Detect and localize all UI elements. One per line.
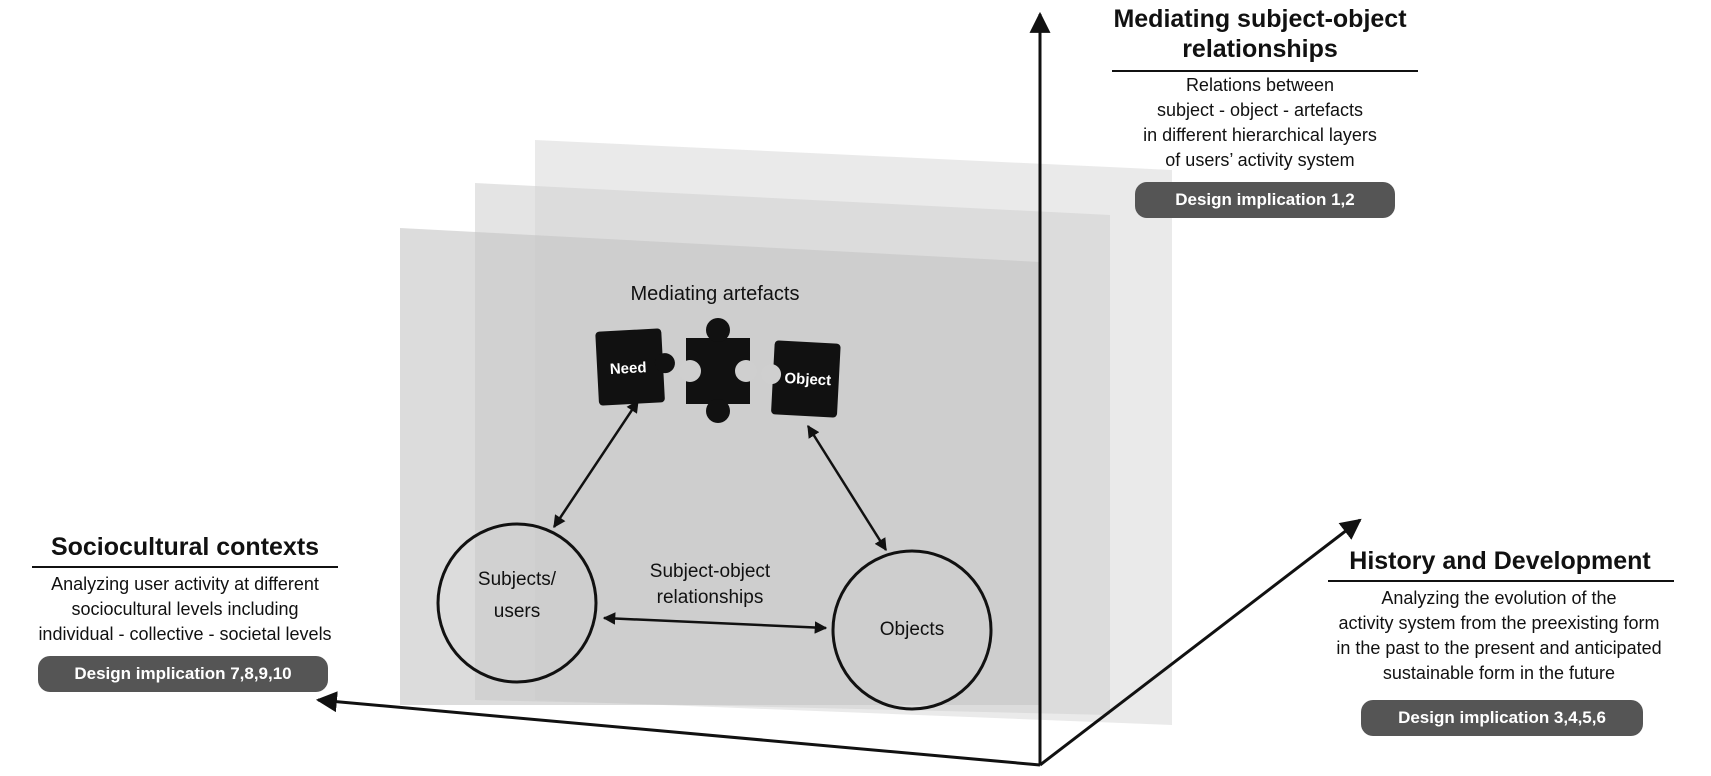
left-axis [315, 691, 1041, 767]
left-panel-divider [32, 566, 338, 568]
subjects-circle [436, 522, 598, 684]
puzzle-need-icon: Need [595, 328, 675, 406]
puzzle-object-icon: Object [761, 340, 841, 418]
top-panel-title-line1: Mediating subject-object [1113, 5, 1407, 33]
object-objects-arrow [806, 424, 888, 552]
top-panel-desc-line4: of users’ activity system [1165, 150, 1355, 170]
layer-plane-front [400, 228, 1040, 705]
left-panel-desc-line1: Analyzing user activity at different [51, 574, 319, 594]
top-panel-desc-line2: subject - object - artefacts [1156, 100, 1364, 120]
relationship-label-line2: relationships [656, 587, 764, 608]
left-panel-title: Sociocultural contexts [50, 533, 320, 561]
top-panel-desc-line1: Relations between [1185, 75, 1335, 95]
subject-object-arrow [602, 612, 828, 634]
objects-label: Objects [879, 619, 945, 640]
puzzle-middle-icon [679, 318, 757, 423]
left-panel-desc-line2: sociocultural levels including [71, 599, 299, 619]
top-panel-desc-line3: in different hierarchical layers [1143, 125, 1377, 145]
relationship-label-line1: Subject-object [649, 561, 771, 582]
right-panel-desc-line1: Analyzing the evolution of the [1381, 588, 1617, 608]
left-panel-desc-line3: individual - collective - societal level… [38, 624, 332, 644]
subjects-label-line2: users [493, 601, 541, 622]
top-panel-title-line2: relationships [1182, 35, 1338, 63]
right-panel-desc-line4: sustainable form in the future [1382, 663, 1616, 683]
top-panel-design-badge: Design implication 1,2 [1135, 182, 1395, 218]
right-panel-divider [1328, 580, 1674, 582]
left-panel-design-badge: Design implication 7,8,9,10 [38, 656, 328, 692]
top-panel-divider [1112, 70, 1418, 72]
subjects-label-line1: Subjects/ [477, 569, 557, 590]
right-panel-desc-line3: in the past to the present and anticipat… [1336, 638, 1662, 658]
mediating-artefacts-label: Mediating artefacts [630, 283, 800, 305]
right-panel-title: History and Development [1349, 547, 1651, 575]
right-panel-design-badge: Design implication 3,4,5,6 [1361, 700, 1643, 736]
right-panel-desc-line2: activity system from the preexisting for… [1338, 613, 1660, 633]
need-subject-arrow [552, 399, 640, 529]
piece-object-label: Object [784, 370, 832, 389]
piece-need-label: Need [609, 359, 647, 378]
objects-circle [831, 549, 993, 711]
right-axis [1039, 518, 1362, 767]
